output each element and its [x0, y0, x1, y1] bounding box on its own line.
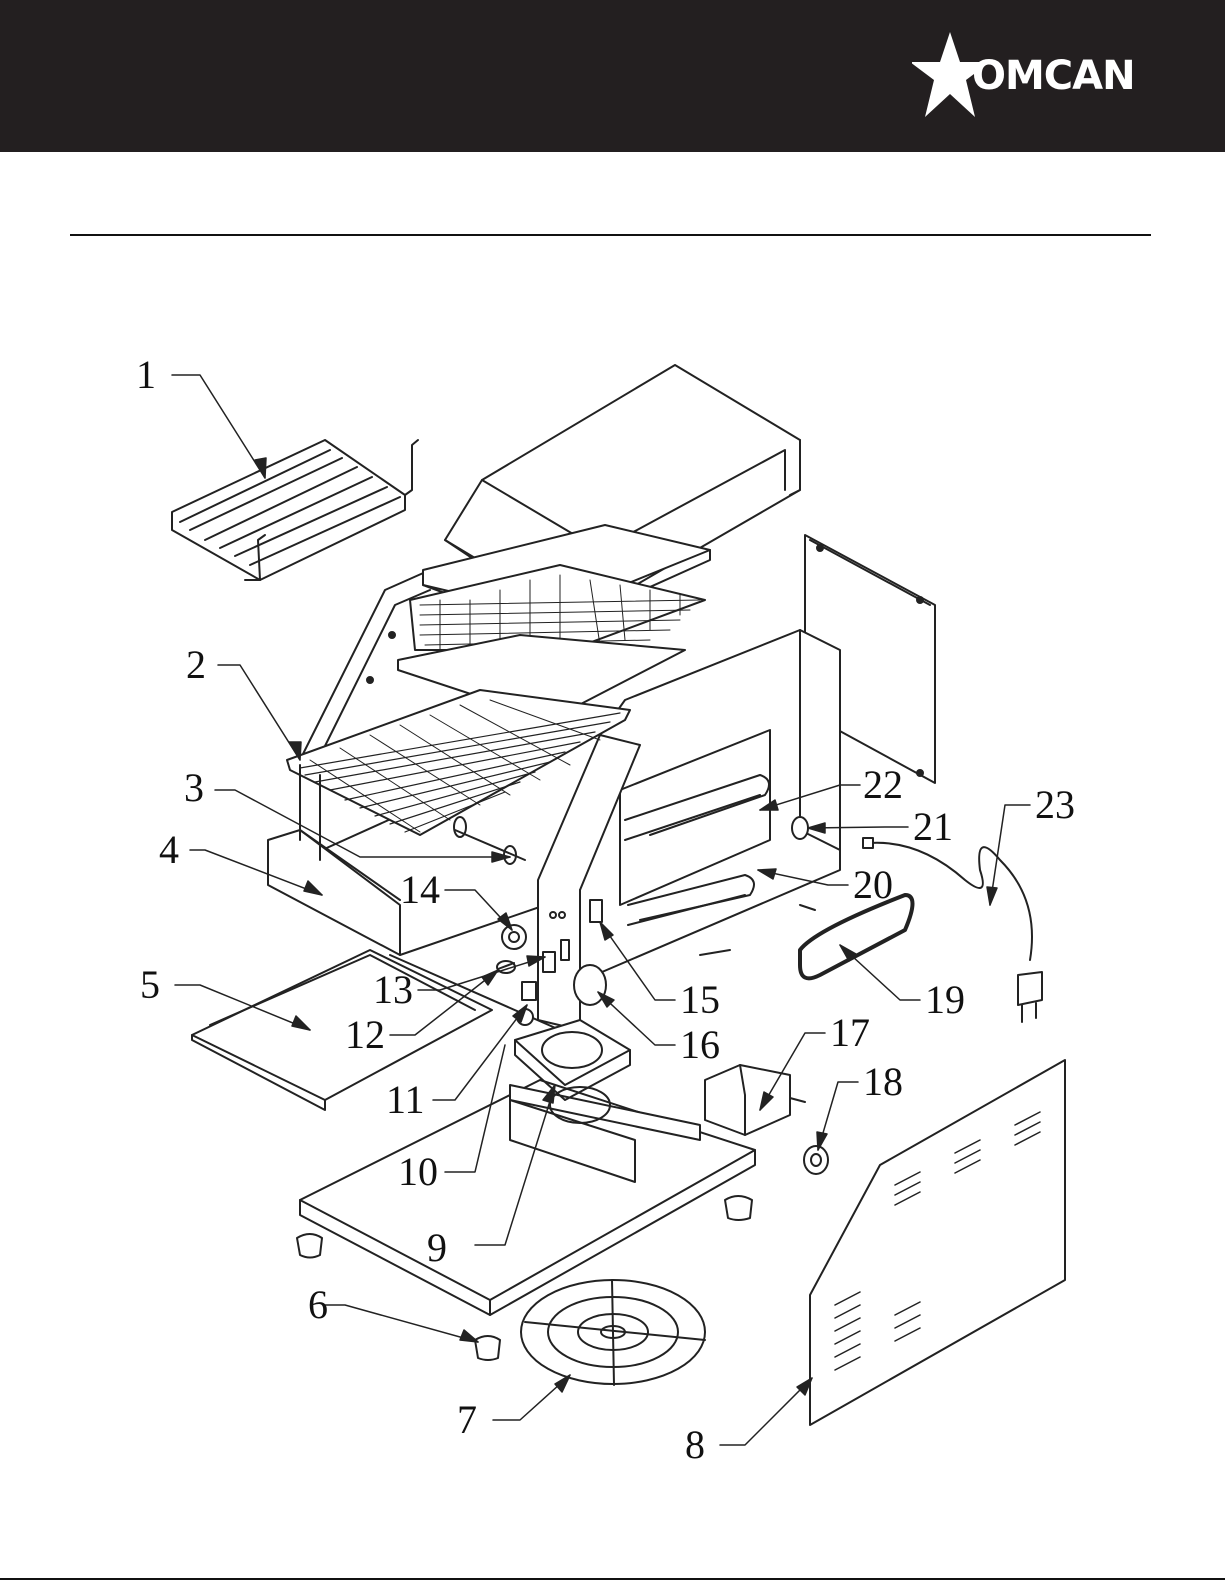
shaft-sprocket [792, 817, 808, 839]
gear-motor [705, 1065, 805, 1135]
fan-guard [521, 1280, 705, 1385]
callout-13: 13 [373, 970, 413, 1010]
wire-rack [172, 440, 418, 580]
callout-21: 21 [913, 807, 953, 847]
callout-10: 10 [398, 1152, 438, 1192]
callout-23: 23 [1035, 785, 1075, 825]
callout-4: 4 [159, 830, 179, 870]
thermostat [590, 900, 602, 922]
callout-11: 11 [386, 1080, 425, 1120]
callout-1: 1 [136, 355, 156, 395]
callout-6: 6 [308, 1285, 328, 1325]
callout-15: 15 [680, 980, 720, 1020]
power-switch [522, 982, 536, 1000]
callout-22: 22 [863, 765, 903, 805]
footer-divider [0, 1578, 1225, 1580]
knob [502, 925, 526, 949]
callout-14: 14 [400, 870, 440, 910]
callout-9: 9 [427, 1228, 447, 1268]
drive-chain [800, 895, 913, 978]
callout-7: 7 [457, 1400, 477, 1440]
motor-mount [574, 965, 606, 1005]
callout-8: 8 [685, 1425, 705, 1465]
callout-3: 3 [184, 768, 204, 808]
sprocket [804, 1146, 828, 1174]
callout-16: 16 [680, 1025, 720, 1065]
rocker-switch [543, 952, 555, 972]
callout-18: 18 [863, 1062, 903, 1102]
callout-20: 20 [853, 865, 893, 905]
callout-5: 5 [140, 965, 160, 1005]
callout-2: 2 [186, 645, 206, 685]
crumb-tray [192, 950, 492, 1110]
callout-12: 12 [345, 1015, 385, 1055]
front-panel [268, 830, 400, 955]
callout-19: 19 [925, 980, 965, 1020]
callout-17: 17 [830, 1013, 870, 1053]
vented-side-panel [810, 1060, 1065, 1425]
